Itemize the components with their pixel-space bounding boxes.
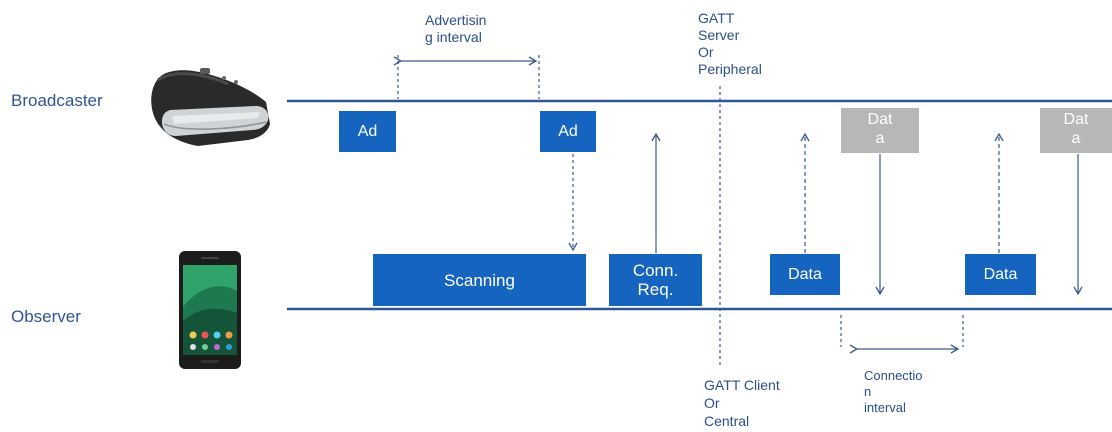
scanning-box: Scanning (373, 254, 586, 306)
ad-box-2: Ad (540, 111, 596, 152)
data-box-observer-1: Data (770, 254, 840, 295)
data-box-broadcaster-1: Dat a (841, 108, 919, 153)
fitness-band-icon (151, 68, 270, 146)
data-box-broadcaster-2: Dat a (1040, 108, 1112, 153)
conn-req-box: Conn. Req. (609, 254, 702, 306)
connection-interval-label: Connectio n interval (864, 368, 923, 415)
smartphone-icon (179, 251, 241, 369)
broadcaster-label: Broadcaster (11, 91, 103, 110)
ad-box-1: Ad (339, 111, 396, 152)
gatt-client-label: GATT Client Or Central (704, 377, 780, 429)
observer-label: Observer (11, 307, 81, 326)
advertising-interval-label: Advertisin g interval (425, 12, 487, 45)
data-box-observer-2: Data (965, 254, 1036, 295)
gatt-server-label: GATT Server Or Peripheral (698, 10, 762, 77)
